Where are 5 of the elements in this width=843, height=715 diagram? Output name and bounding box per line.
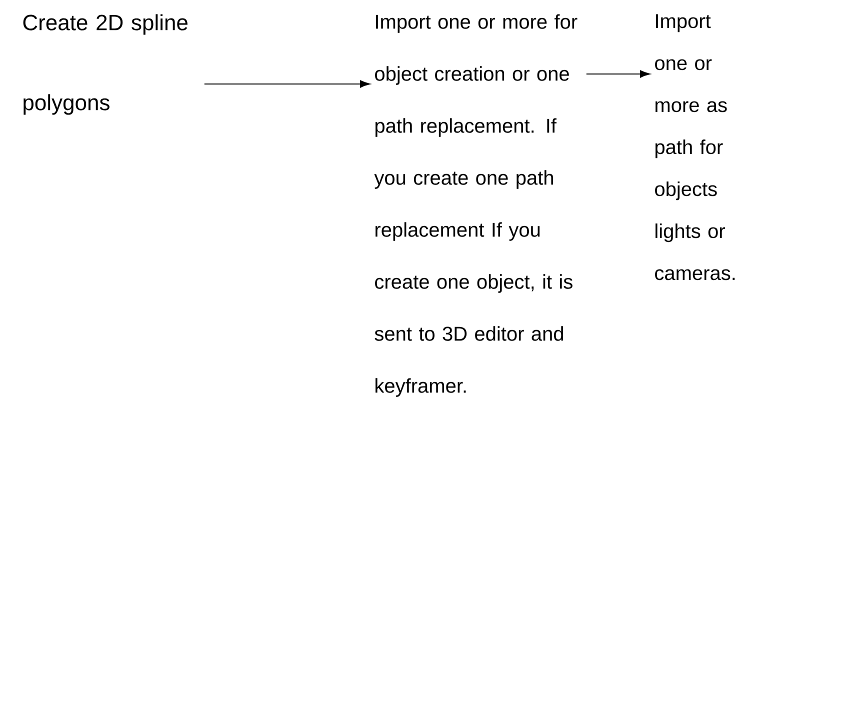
text-label: Import one or more for object creation or one path replacement. If you create one path replacement If you create one object, it is sent to 3D editor and keyframer. (374, 14, 578, 397)
arrow (586, 70, 650, 78)
text-label: Import one or more as path for objects lights or cameras. (655, 14, 735, 280)
text-label: Create 2D spline polygons (23, 14, 188, 115)
arrow (204, 80, 370, 88)
